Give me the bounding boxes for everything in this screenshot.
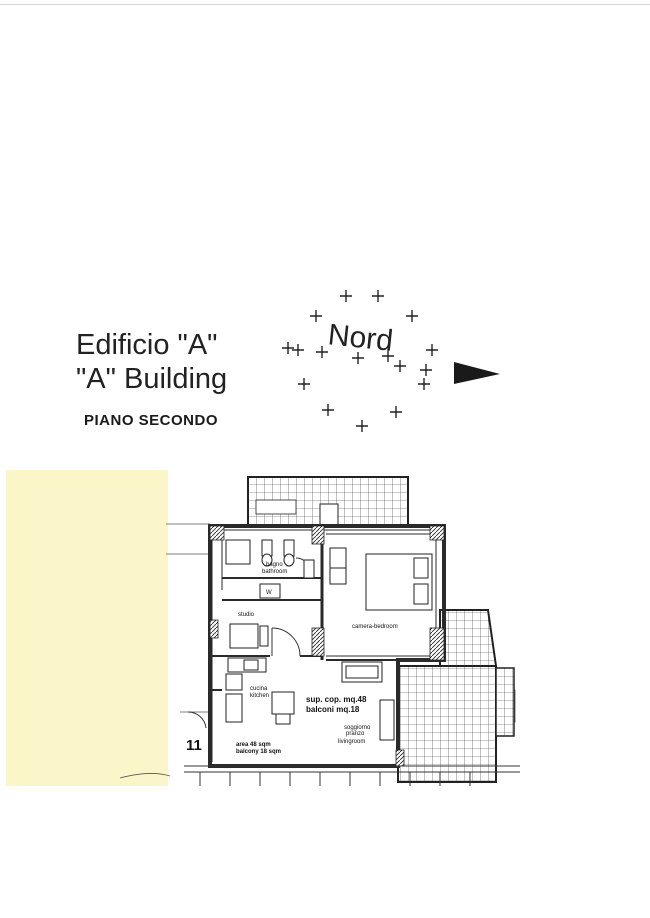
- studio-furniture: [229, 623, 269, 649]
- label-bathroom-it: bagno: [266, 562, 283, 568]
- label-bedroom: camera-bedroom: [352, 624, 398, 630]
- scan-top-edge: [0, 4, 650, 5]
- label-balcony-en: balcony 18 sqm: [236, 749, 281, 755]
- north-compass: Nord: [282, 290, 500, 432]
- north-arrow-icon: [454, 362, 500, 384]
- lower-building-lines: [184, 765, 520, 786]
- bedroom-furniture: [329, 547, 433, 611]
- building-title-italian: Edificio "A": [76, 329, 218, 361]
- compass-cross-marks: [282, 290, 438, 432]
- label-area-it: sup. cop. mq.48: [306, 695, 367, 704]
- label-living-it-2: pranzo: [346, 731, 365, 737]
- unit-number: 11: [186, 737, 202, 754]
- bedroom-balcony: [439, 609, 498, 667]
- living-furniture: [225, 657, 395, 741]
- label-wc: W: [266, 590, 272, 596]
- label-living-en: livingroom: [338, 739, 365, 745]
- balcony-planter: [255, 499, 297, 515]
- bathroom-fixtures: [225, 539, 315, 599]
- label-living-it-1: soggiorno: [344, 725, 371, 731]
- label-bathroom-en: bathroom: [262, 569, 287, 575]
- structural-pillars: [209, 525, 445, 767]
- label-balcony-it: balconi mq.18: [306, 705, 360, 714]
- highlight-area: [6, 470, 168, 786]
- living-balcony: [397, 665, 497, 783]
- building-title-english: "A" Building: [76, 363, 228, 395]
- label-kitchen-it: cucina: [250, 686, 268, 692]
- floor-plan: bagno bathroom W studio camera-bedroom c…: [6, 470, 520, 786]
- compass-label: Nord: [326, 318, 394, 358]
- balcony-door: [319, 503, 339, 527]
- label-studio: studio: [238, 612, 255, 618]
- label-area-en: area 48 sqm: [236, 742, 271, 748]
- floor-label: PIANO SECONDO: [84, 412, 219, 429]
- balcony-ledge: [495, 667, 515, 737]
- label-kitchen-en: kitchen: [250, 693, 269, 699]
